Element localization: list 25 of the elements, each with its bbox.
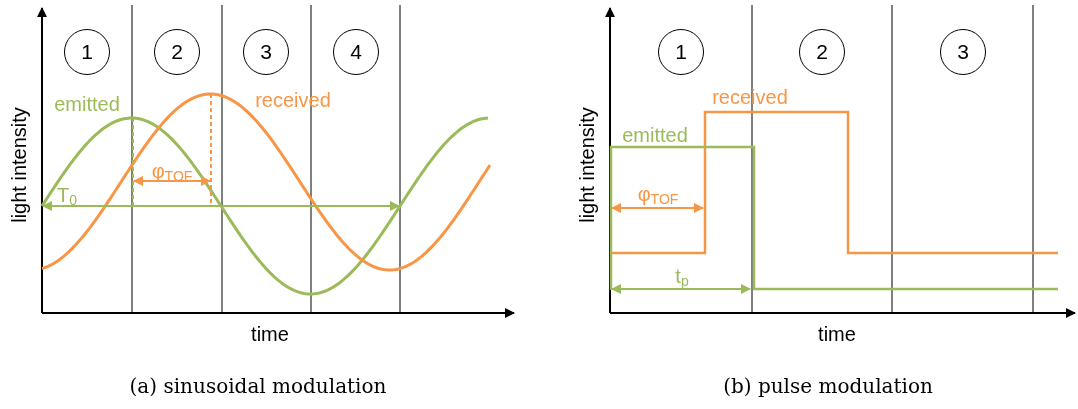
dimension-label: t$_{p}$ — [675, 266, 689, 288]
step-number: 2 — [816, 40, 828, 64]
curve-label: emitted — [622, 125, 688, 145]
dimension-label: T$_{0}$ — [57, 185, 77, 207]
axis-label: light intensity — [577, 107, 597, 223]
step-circle — [154, 29, 200, 75]
step-circle — [940, 29, 986, 75]
axis-label: time — [818, 324, 856, 344]
axis-label: light intensity — [9, 107, 29, 223]
step-number: 3 — [260, 40, 272, 64]
axis-label: time — [251, 324, 289, 344]
step-number: 1 — [675, 40, 687, 64]
step-circle — [799, 29, 845, 75]
caption: (a) sinusoidal modulation — [129, 374, 387, 398]
curve-label: emitted — [54, 94, 120, 114]
step-circle — [64, 29, 110, 75]
step-circle — [333, 29, 379, 75]
step-number: 1 — [81, 40, 93, 64]
step-circle — [243, 29, 289, 75]
dimension-label: φ$_{TOF}$ — [637, 184, 679, 206]
step-number: 4 — [350, 40, 362, 64]
caption: (b) pulse modulation — [723, 374, 933, 398]
step-number: 3 — [957, 40, 969, 64]
step-number: 2 — [171, 40, 183, 64]
step-circle — [658, 29, 704, 75]
